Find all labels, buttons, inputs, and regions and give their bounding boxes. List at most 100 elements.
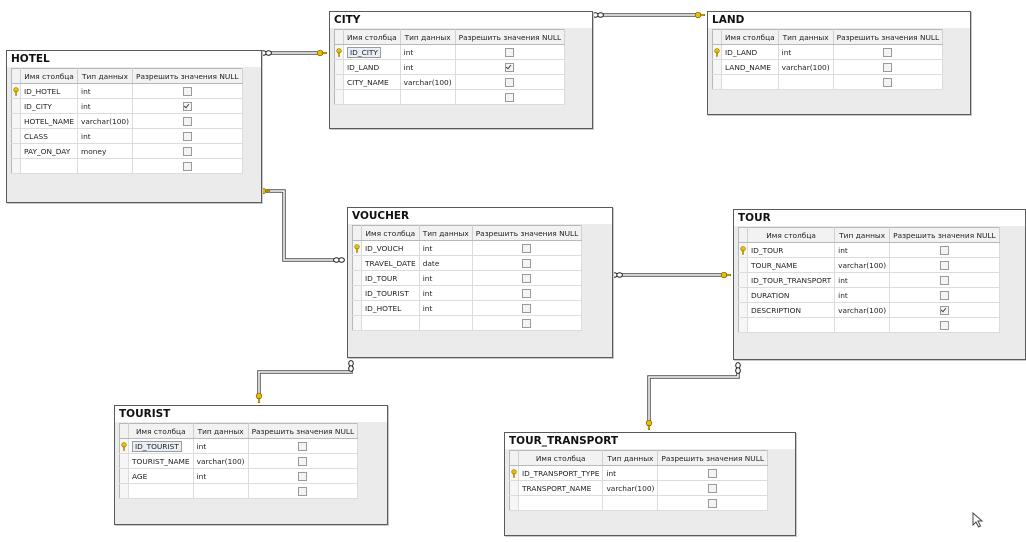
allow-null-checkbox[interactable] bbox=[298, 441, 308, 451]
table-title[interactable]: TOUR bbox=[734, 210, 1025, 226]
table-title[interactable]: CITY bbox=[330, 12, 592, 28]
column-name-cell[interactable]: DESCRIPTION bbox=[747, 302, 836, 318]
data-type-cell[interactable]: int bbox=[419, 270, 473, 286]
allow-null-checkbox[interactable] bbox=[708, 468, 718, 478]
column-name-cell[interactable]: TOURIST_NAME bbox=[128, 453, 194, 469]
table-title[interactable]: HOTEL bbox=[7, 51, 261, 67]
column-name-cell[interactable]: ID_TRANSPORT_TYPE bbox=[518, 465, 604, 481]
allow-null-checkbox[interactable] bbox=[708, 483, 718, 493]
row-selector[interactable] bbox=[509, 480, 519, 496]
data-type-cell[interactable] bbox=[778, 74, 834, 90]
column-name-cell[interactable]: ID_CITY bbox=[20, 98, 79, 114]
column-name-cell[interactable]: ID_TOURIST bbox=[128, 438, 194, 454]
empty-new-row[interactable] bbox=[11, 158, 243, 174]
row-selector[interactable] bbox=[11, 98, 21, 114]
row-selector[interactable] bbox=[352, 240, 362, 256]
row-selector[interactable] bbox=[738, 272, 748, 288]
column-name-cell[interactable] bbox=[343, 89, 401, 105]
data-type-cell[interactable]: int bbox=[834, 287, 891, 303]
allow-null-checkbox[interactable] bbox=[522, 273, 532, 283]
row-selector[interactable] bbox=[712, 74, 722, 90]
allow-null-checkbox[interactable] bbox=[522, 288, 532, 298]
allow-null-checkbox[interactable] bbox=[505, 62, 515, 72]
empty-new-row[interactable] bbox=[738, 317, 1000, 333]
allow-null-checkbox[interactable] bbox=[522, 258, 532, 268]
row-selector[interactable] bbox=[119, 453, 129, 469]
column-name-cell[interactable]: ID_LAND bbox=[721, 44, 779, 60]
data-type-cell[interactable]: int bbox=[778, 44, 834, 60]
table-title[interactable]: VOUCHER bbox=[348, 208, 612, 224]
row-selector[interactable] bbox=[352, 300, 362, 316]
row-selector[interactable] bbox=[509, 495, 519, 511]
table-title[interactable]: TOUR_TRANSPORT bbox=[505, 433, 795, 449]
column-name-cell[interactable]: ID_VOUCH bbox=[361, 240, 420, 256]
row-selector[interactable] bbox=[738, 302, 748, 318]
column-name-cell[interactable]: ID_LAND bbox=[343, 59, 401, 75]
data-type-cell[interactable]: int bbox=[602, 465, 659, 481]
allow-null-checkbox[interactable] bbox=[505, 92, 515, 102]
data-type-cell[interactable]: money bbox=[77, 143, 133, 159]
data-type-cell[interactable] bbox=[400, 89, 456, 105]
column-name-cell[interactable]: ID_TOUR_TRANSPORT bbox=[747, 272, 836, 288]
relationship-voucher-to-tourist[interactable] bbox=[255, 360, 354, 403]
column-name-cell[interactable]: ID_HOTEL bbox=[20, 83, 79, 99]
allow-null-checkbox[interactable] bbox=[939, 275, 949, 285]
data-type-cell[interactable]: varchar(100) bbox=[834, 302, 891, 318]
column-name-cell[interactable]: ID_TOUR bbox=[361, 270, 420, 286]
allow-null-checkbox[interactable] bbox=[883, 77, 893, 87]
allow-null-checkbox[interactable] bbox=[182, 116, 192, 126]
data-type-cell[interactable] bbox=[834, 317, 891, 333]
column-name-cell[interactable]: ID_TOURIST bbox=[361, 285, 420, 301]
row-selector[interactable] bbox=[352, 270, 362, 286]
empty-new-row[interactable] bbox=[712, 74, 944, 90]
row-selector[interactable] bbox=[334, 59, 344, 75]
data-type-cell[interactable] bbox=[419, 315, 473, 331]
relationship-hotel-to-city[interactable] bbox=[260, 49, 327, 57]
row-selector[interactable] bbox=[712, 44, 722, 60]
allow-null-checkbox[interactable] bbox=[939, 260, 949, 270]
row-selector[interactable] bbox=[334, 74, 344, 90]
data-type-cell[interactable]: int bbox=[77, 83, 133, 99]
column-name-cell[interactable]: TOUR_NAME bbox=[747, 257, 836, 273]
allow-null-checkbox[interactable] bbox=[298, 486, 308, 496]
column-name-cell[interactable]: AGE bbox=[128, 468, 194, 484]
allow-null-checkbox[interactable] bbox=[522, 318, 532, 328]
data-type-cell[interactable]: int bbox=[419, 300, 473, 316]
data-type-cell[interactable]: varchar(100) bbox=[77, 113, 133, 129]
column-name-cell[interactable]: CITY_NAME bbox=[343, 74, 401, 90]
data-type-cell[interactable]: varchar(100) bbox=[778, 59, 834, 75]
relationship-city-to-land[interactable] bbox=[592, 11, 705, 19]
row-selector[interactable] bbox=[334, 44, 344, 60]
empty-new-row[interactable] bbox=[119, 483, 359, 499]
allow-null-checkbox[interactable] bbox=[182, 86, 192, 96]
allow-null-checkbox[interactable] bbox=[939, 290, 949, 300]
data-type-cell[interactable]: date bbox=[419, 255, 473, 271]
data-type-cell[interactable]: varchar(100) bbox=[193, 453, 249, 469]
row-selector[interactable] bbox=[352, 255, 362, 271]
row-selector[interactable] bbox=[11, 113, 21, 129]
column-name-cell[interactable] bbox=[518, 495, 604, 511]
data-type-cell[interactable] bbox=[602, 495, 659, 511]
allow-null-checkbox[interactable] bbox=[522, 303, 532, 313]
allow-null-checkbox[interactable] bbox=[505, 47, 515, 57]
row-selector[interactable] bbox=[738, 242, 748, 258]
row-selector[interactable] bbox=[738, 257, 748, 273]
row-selector[interactable] bbox=[334, 89, 344, 105]
allow-null-checkbox[interactable] bbox=[522, 243, 532, 253]
column-name-cell[interactable]: CLASS bbox=[20, 128, 79, 144]
